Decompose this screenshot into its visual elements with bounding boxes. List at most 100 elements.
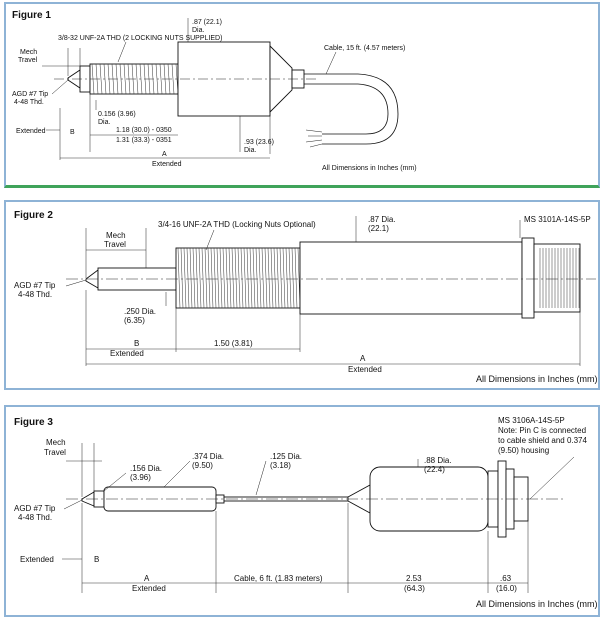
svg-text:(3.18): (3.18) [270, 461, 291, 470]
figure-1-footnote: All Dimensions in Inches (mm) [322, 165, 417, 172]
thread-line [252, 247, 256, 309]
thread-line [243, 247, 247, 309]
svg-text:.250 Dia.: .250 Dia. [124, 307, 156, 316]
svg-text:(9.50): (9.50) [192, 461, 213, 470]
figure-1-drawing: Figure 1 3/8-32 UNF-2A THD (2 LOCKING NU… [12, 10, 417, 172]
svg-text:Dia.: Dia. [244, 147, 257, 154]
thread-line [291, 247, 295, 309]
thread-line [195, 247, 199, 309]
svg-text:Dia.: Dia. [192, 27, 205, 34]
svg-text:(22.4): (22.4) [424, 465, 445, 474]
svg-text:A: A [360, 354, 366, 363]
thread-line [222, 247, 226, 309]
svg-text:(6.35): (6.35) [124, 316, 145, 325]
svg-text:4-48 Thd.: 4-48 Thd. [18, 290, 52, 299]
svg-text:to cable shield and 0.374: to cable shield and 0.374 [498, 436, 588, 445]
svg-text:Travel: Travel [44, 448, 66, 457]
svg-text:(64.3): (64.3) [404, 584, 425, 593]
thread-line [183, 247, 187, 309]
svg-text:Note: Pin C is connected: Note: Pin C is connected [498, 426, 586, 435]
svg-text:Mech: Mech [20, 49, 37, 56]
thread-line [234, 247, 238, 309]
thread-line [225, 247, 229, 309]
thread-line [192, 247, 196, 309]
thread-line [231, 247, 235, 309]
threaded-section [175, 247, 301, 309]
figure-2-panel: Figure 2 3/4-16 UNF-2A THD (Locking Nuts… [4, 200, 600, 390]
thread-line [276, 247, 280, 309]
thread-line [216, 247, 220, 309]
svg-text:4-48 Thd.: 4-48 Thd. [18, 513, 52, 522]
svg-text:Extended: Extended [132, 584, 166, 593]
thread-line [294, 247, 298, 309]
thread-line [273, 247, 277, 309]
svg-text:(9.50) housing: (9.50) housing [498, 446, 549, 455]
thread-line [288, 247, 292, 309]
svg-text:(22.1): (22.1) [368, 224, 389, 233]
svg-text:B: B [94, 555, 99, 564]
cable [304, 73, 399, 145]
thread-line [279, 247, 283, 309]
thread-line [171, 63, 175, 95]
thread-line [189, 247, 193, 309]
thread-line [180, 247, 184, 309]
thread-line [237, 247, 241, 309]
svg-text:.374 Dia.: .374 Dia. [192, 452, 224, 461]
figure-2-drawing: Figure 2 3/4-16 UNF-2A THD (Locking Nuts… [14, 210, 598, 384]
svg-text:Extended: Extended [348, 365, 382, 374]
svg-text:Dia.: Dia. [98, 119, 111, 126]
svg-text:Extended: Extended [16, 128, 46, 135]
figure-3-title: Figure 3 [14, 417, 53, 428]
thread-line [219, 247, 223, 309]
thread-line [207, 247, 211, 309]
figure-2-title: Figure 2 [14, 210, 53, 221]
svg-text:.87 Dia.: .87 Dia. [368, 215, 396, 224]
thread-line [264, 247, 268, 309]
tip-label: AGD #7 Tip [12, 91, 48, 98]
thread-line [267, 247, 271, 309]
thread-line [204, 247, 208, 309]
thread-line [213, 247, 217, 309]
svg-text:.63: .63 [500, 574, 512, 583]
svg-text:Extended: Extended [20, 555, 54, 564]
svg-text:.88 Dia.: .88 Dia. [424, 456, 452, 465]
sensor-body [299, 241, 523, 315]
thread-line [285, 247, 289, 309]
thread-line [135, 63, 139, 95]
thread-line [270, 247, 274, 309]
svg-text:Mech: Mech [106, 231, 126, 240]
svg-text:Extended: Extended [152, 161, 182, 168]
thread-line [177, 247, 181, 309]
body-taper [269, 44, 293, 114]
svg-text:Travel: Travel [18, 57, 38, 64]
thread-line [261, 247, 265, 309]
tip-label: AGD #7 Tip [14, 504, 56, 513]
svg-text:0.156 (3.96): 0.156 (3.96) [98, 111, 136, 118]
svg-text:A: A [162, 151, 167, 158]
thread-line [255, 247, 259, 309]
svg-text:.93 (23.6): .93 (23.6) [244, 139, 274, 146]
cable-label: Cable, 15 ft. (4.57 meters) [324, 45, 405, 52]
figure-1-panel: Figure 1 3/8-32 UNF-2A THD (2 LOCKING NU… [4, 2, 600, 188]
tip-label: AGD #7 Tip [14, 281, 56, 290]
connector-body [533, 243, 581, 313]
dia-top-label: .87 (22.1) [192, 19, 222, 26]
figure-3-panel: Figure 3 MS 3106A-14S-5P Note: Pin C is … [4, 405, 600, 617]
svg-text:2.53: 2.53 [406, 574, 422, 583]
svg-text:(3.96): (3.96) [130, 473, 151, 482]
thread-line [186, 247, 190, 309]
thread-line [249, 247, 253, 309]
thread-line [246, 247, 250, 309]
connector-label: MS 3106A-14S-5P [498, 416, 565, 425]
thread-line [201, 247, 205, 309]
thread-note: 3/4-16 UNF-2A THD (Locking Nuts Optional… [158, 220, 316, 229]
connector-label: MS 3101A-14S-5P [524, 215, 591, 224]
probe-housing [103, 486, 217, 512]
figure-3-footnote: All Dimensions in Inches (mm) [476, 599, 598, 609]
thread-line [123, 63, 127, 95]
svg-text:Travel: Travel [104, 240, 126, 249]
svg-text:Mech: Mech [46, 438, 66, 447]
svg-text:A: A [144, 574, 150, 583]
svg-text:Extended: Extended [110, 349, 144, 358]
thread-line [240, 247, 244, 309]
